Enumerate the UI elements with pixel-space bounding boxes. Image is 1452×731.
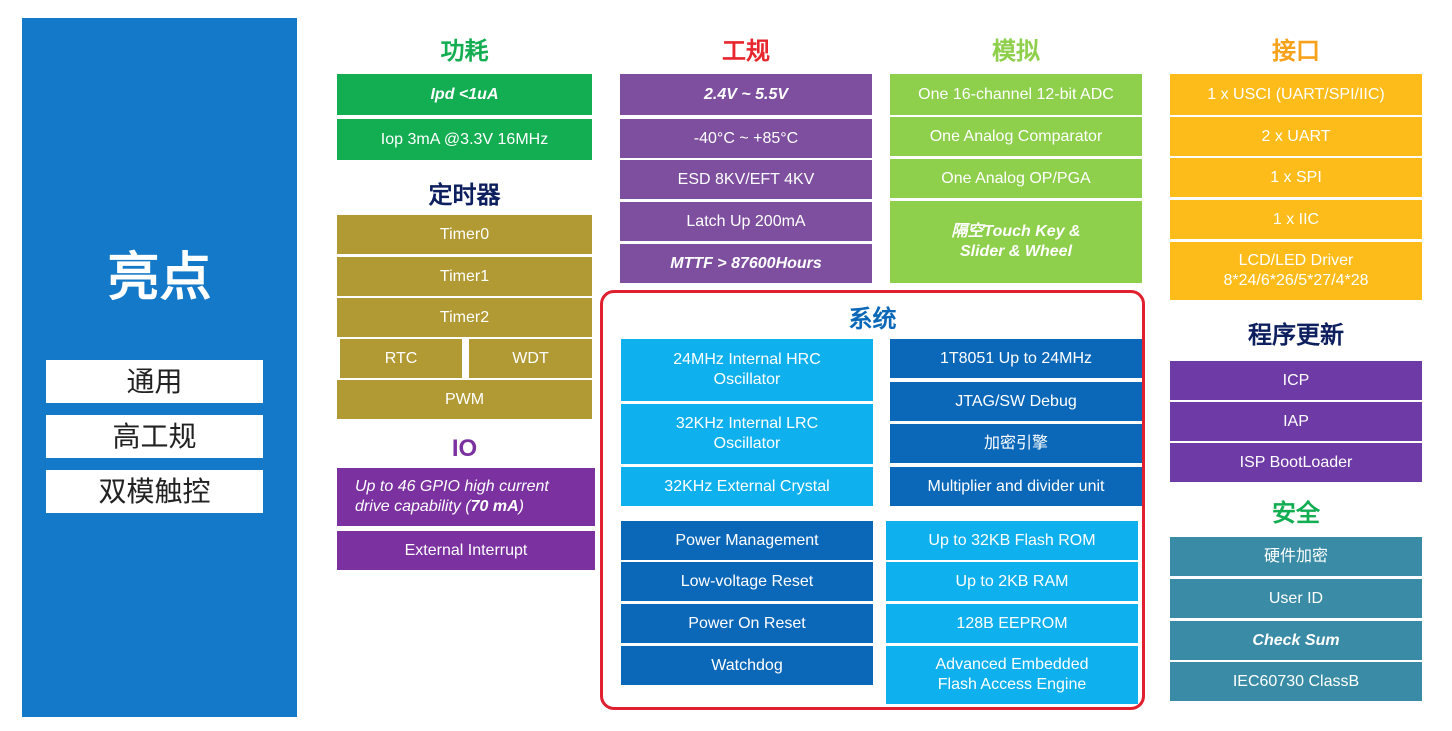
update-iap: IAP [1170,402,1422,441]
rtc: RTC [340,339,462,378]
interface-lcd-line2: 8*24/6*26/5*27/4*28 [1223,272,1369,289]
interface-lcd-line1: LCD/LED Driver [1238,252,1354,269]
sys-1t8051: 1T8051 Up to 24MHz [890,339,1142,378]
security-user-id: User ID [1170,579,1422,618]
interface-iic: 1 x IIC [1170,200,1422,239]
security-check-sum: Check Sum [1170,621,1422,660]
analog-touch-line2: Slider & Wheel [959,243,1073,260]
sys-encryption-engine: 加密引擎 [890,424,1142,463]
analog-touch: 隔空Touch Key & Slider & Wheel [890,201,1142,283]
sys-lrc-line1: 32KHz Internal LRC [675,415,819,432]
sys-flash-rom: Up to 32KB Flash ROM [886,521,1138,560]
sys-power-on-reset: Power On Reset [621,604,873,643]
timer0: Timer0 [337,215,592,254]
sys-hrc-oscillator: 24MHz Internal HRC Oscillator [621,339,873,401]
io-header: IO [451,435,478,462]
interface-usci: 1 x USCI (UART/SPI/IIC) [1170,74,1422,115]
feature-general: 通用 [46,360,263,403]
timer2: Timer2 [337,298,592,337]
sys-low-voltage-reset: Low-voltage Reset [621,562,873,601]
sys-watchdog: Watchdog [621,646,873,685]
analog-op-pga: One Analog OP/PGA [890,159,1142,198]
update-icp: ICP [1170,361,1422,400]
pwm: PWM [337,380,592,419]
feature-dual-touch: 双模触控 [46,470,263,513]
io-external-interrupt: External Interrupt [337,531,595,570]
industrial-header: 工规 [722,38,770,65]
interface-spi: 1 x SPI [1170,158,1422,197]
feature-industrial: 高工规 [46,415,263,458]
industrial-voltage: 2.4V ~ 5.5V [620,74,872,115]
sys-power-management: Power Management [621,521,873,560]
sys-flash-engine-line2: Flash Access Engine [937,676,1087,693]
sys-lrc-line2: Oscillator [713,435,781,452]
security-header: 安全 [1272,500,1320,527]
sys-flash-engine-line1: Advanced Embedded [935,656,1089,673]
industrial-temperature: -40°C ~ +85°C [620,119,872,158]
io-gpio: Up to 46 GPIO high current drive capabil… [337,468,595,526]
sys-ram: Up to 2KB RAM [886,562,1138,601]
analog-adc: One 16-channel 12-bit ADC [890,74,1142,115]
interface-header: 接口 [1272,38,1320,65]
io-gpio-line2: drive capability (70 mA) [355,498,524,515]
power-ipd: Ipd <1uA [337,74,592,115]
power-header: 功耗 [440,38,489,65]
sys-flash-access-engine: Advanced Embedded Flash Access Engine [886,646,1138,704]
interface-uart: 2 x UART [1170,117,1422,156]
sys-eeprom: 128B EEPROM [886,604,1138,643]
sys-jtag-debug: JTAG/SW Debug [890,382,1142,421]
industrial-latchup: Latch Up 200mA [620,202,872,241]
security-hw-encryption: 硬件加密 [1170,537,1422,576]
sys-lrc-oscillator: 32KHz Internal LRC Oscillator [621,404,873,464]
power-iop: Iop 3mA @3.3V 16MHz [337,119,592,160]
timer1: Timer1 [337,257,592,296]
update-isp-bootloader: ISP BootLoader [1170,443,1422,482]
timer-header: 定时器 [428,182,501,209]
update-header: 程序更新 [1248,322,1344,349]
industrial-esd: ESD 8KV/EFT 4KV [620,160,872,199]
io-gpio-line1: Up to 46 GPIO high current [355,478,549,495]
highlights-title: 亮点 [107,249,212,307]
system-frame [600,290,1145,710]
interface-lcd-led: LCD/LED Driver 8*24/6*26/5*27/4*28 [1170,242,1422,300]
sys-hrc-line1: 24MHz Internal HRC [673,351,821,368]
analog-header: 模拟 [992,38,1040,65]
sys-multiplier-divider: Multiplier and divider unit [890,467,1142,506]
analog-touch-line1: 隔空Touch Key & [951,223,1081,240]
analog-comparator: One Analog Comparator [890,117,1142,156]
sys-hrc-line2: Oscillator [713,371,781,388]
system-header: 系统 [848,306,897,333]
industrial-mttf: MTTF > 87600Hours [620,244,872,283]
wdt: WDT [469,339,592,378]
sys-external-crystal: 32KHz External Crystal [621,467,873,506]
security-iec60730: IEC60730 ClassB [1170,662,1422,701]
